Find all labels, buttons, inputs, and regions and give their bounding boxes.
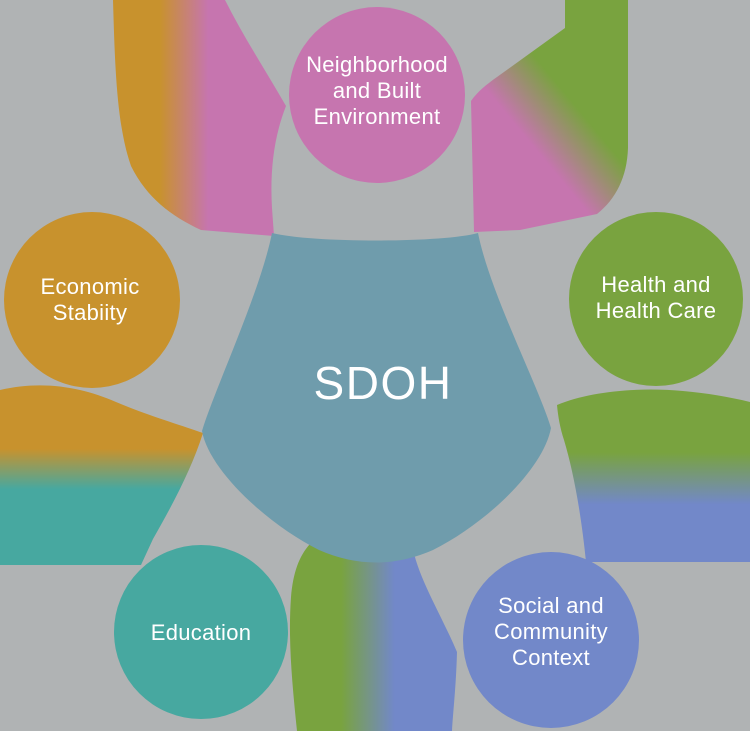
node-economic-label: Economic Stabiity [41, 274, 140, 325]
node-neighborhood-label-line-1: Neighborhood [306, 52, 448, 77]
node-social-label-line-3: Context [512, 645, 590, 670]
ribbon-education-to-social [289, 544, 457, 731]
node-neighborhood-circle [289, 7, 465, 183]
ribbon-economic-to-education [0, 385, 203, 565]
node-economic-circle [4, 212, 180, 388]
node-social-circle [463, 552, 639, 728]
node-health-label: Health and Health Care [596, 272, 717, 323]
center-label: SDOH [314, 357, 453, 409]
node-education-label-line-1: Education [151, 620, 252, 645]
node-health-label-line-2: Health Care [596, 298, 717, 323]
ribbon-neighborhood-to-health [471, 0, 628, 232]
node-social-label: Social and Community Context [494, 593, 608, 670]
node-neighborhood-label-line-2: and Built [333, 78, 421, 103]
node-education-circle [114, 545, 288, 719]
node-health-circle [569, 212, 743, 386]
node-social-label-line-2: Community [494, 619, 608, 644]
ribbon-health-to-social [557, 389, 750, 562]
center-shape [202, 233, 551, 563]
node-education-label: Education [151, 620, 252, 645]
ribbon-economic-to-neighborhood [113, 0, 286, 236]
node-health-label-line-1: Health and [601, 272, 710, 297]
node-economic-label-line-2: Stabiity [53, 300, 128, 325]
node-neighborhood-label-line-3: Environment [314, 104, 441, 129]
node-neighborhood-label: Neighborhood and Built Environment [306, 52, 448, 129]
node-economic-label-line-1: Economic [41, 274, 140, 299]
node-social-label-line-1: Social and [498, 593, 604, 618]
